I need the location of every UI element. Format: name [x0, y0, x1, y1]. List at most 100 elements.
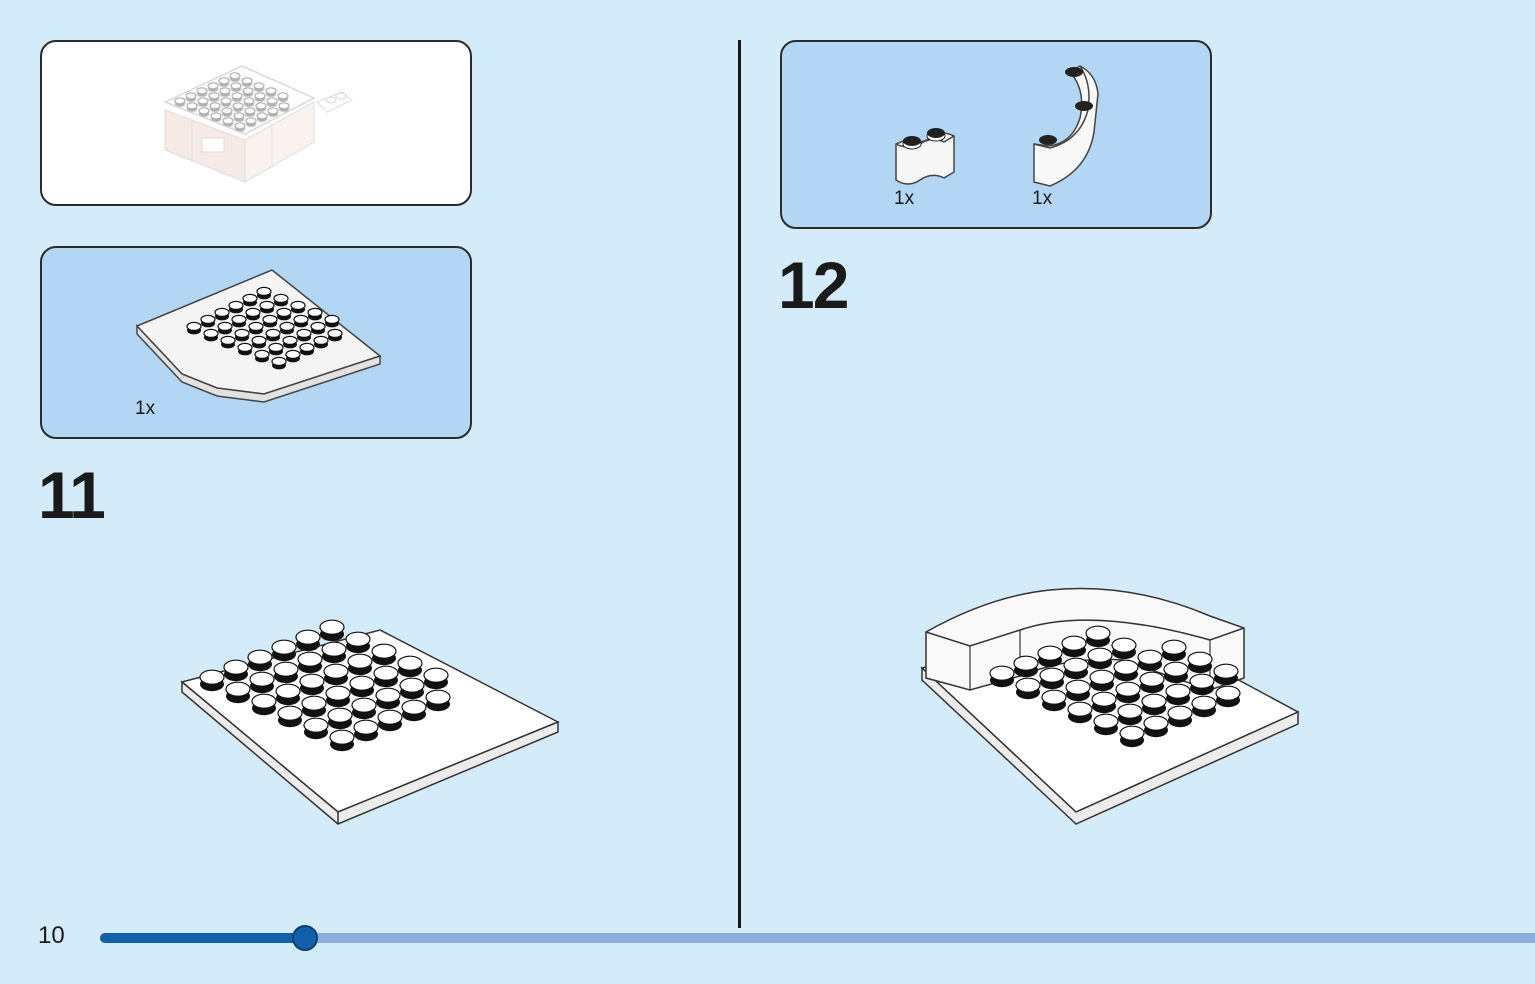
stud	[262, 314, 278, 328]
stud	[285, 349, 301, 363]
quarter-round-plate-part-image	[135, 269, 382, 403]
stud	[1039, 667, 1065, 690]
stud	[277, 705, 303, 728]
stud	[1139, 671, 1165, 694]
stud	[377, 709, 403, 732]
stud	[251, 693, 277, 716]
stud	[277, 92, 289, 103]
stud	[265, 328, 281, 342]
stud	[301, 695, 327, 718]
progress-fill	[100, 933, 306, 943]
parts-panel-step-12: 1x 1x	[780, 40, 1212, 229]
stud	[319, 619, 345, 642]
stud	[254, 92, 266, 103]
stud	[989, 665, 1015, 688]
stud	[1113, 659, 1139, 682]
stud	[399, 677, 425, 700]
step-number-11: 11	[38, 458, 106, 532]
stud	[321, 641, 347, 664]
stud	[225, 681, 251, 704]
stud	[209, 102, 221, 113]
stud	[245, 307, 261, 321]
stud	[290, 300, 306, 314]
stud	[345, 631, 371, 654]
stud	[299, 342, 315, 356]
stud	[234, 328, 250, 342]
stud	[1015, 677, 1041, 700]
stud	[229, 72, 241, 83]
stud	[1013, 655, 1039, 678]
stud	[230, 82, 242, 93]
stud	[234, 122, 246, 133]
stud	[279, 321, 295, 335]
stud	[249, 671, 275, 694]
stud	[247, 649, 273, 672]
progress-knob	[292, 925, 319, 951]
stud	[1089, 669, 1115, 692]
stud	[347, 653, 373, 676]
stud	[1037, 645, 1063, 668]
stud	[1041, 689, 1067, 712]
stud	[423, 667, 449, 690]
stud	[208, 92, 220, 103]
stud	[1087, 647, 1113, 670]
stud	[1085, 625, 1111, 648]
stud	[276, 307, 292, 321]
part-quantity-label: 1x	[1032, 188, 1053, 209]
page-number: 10	[38, 922, 65, 949]
stud	[273, 661, 299, 684]
stud	[1191, 695, 1217, 718]
stud	[253, 82, 265, 93]
stud	[256, 286, 272, 300]
stud	[254, 349, 270, 363]
stud	[1141, 693, 1167, 716]
stud	[231, 92, 243, 103]
stud	[242, 293, 258, 307]
stud	[200, 314, 216, 328]
stud	[199, 669, 225, 692]
step-11-illustration	[180, 619, 560, 825]
stud	[243, 97, 255, 108]
stud	[271, 356, 287, 370]
stud	[221, 107, 233, 118]
stud	[295, 629, 321, 652]
stud	[351, 697, 377, 720]
stud	[278, 102, 290, 113]
stud	[310, 321, 326, 335]
curved-brick-large-part-image	[1033, 65, 1099, 187]
parts-panel-step-11: 1x	[40, 246, 472, 439]
stud	[233, 112, 245, 123]
stud	[1213, 663, 1239, 686]
stud	[425, 689, 451, 712]
stud	[1111, 637, 1137, 660]
stud	[242, 87, 254, 98]
stud	[210, 112, 222, 123]
model-preview-image	[163, 65, 353, 183]
stud	[282, 335, 298, 349]
stud	[1093, 713, 1119, 736]
stud	[266, 97, 278, 108]
part-quantity-label: 1x	[135, 398, 156, 419]
stud	[220, 335, 236, 349]
stud	[186, 321, 202, 335]
stud	[223, 659, 249, 682]
stud	[323, 663, 349, 686]
stud	[197, 97, 209, 108]
stud	[275, 683, 301, 706]
curved-brick-small-part-image	[895, 128, 955, 185]
stud	[256, 112, 268, 123]
stud	[268, 342, 284, 356]
stud	[1137, 649, 1163, 672]
stud	[293, 314, 309, 328]
stud	[327, 707, 353, 730]
stud	[1119, 725, 1145, 748]
stud	[401, 699, 427, 722]
stud	[271, 639, 297, 662]
stud	[375, 687, 401, 710]
stud	[1187, 651, 1213, 674]
stud	[1215, 685, 1241, 708]
stud	[265, 87, 277, 98]
stud	[397, 655, 423, 678]
stud	[1061, 635, 1087, 658]
stud	[1163, 661, 1189, 684]
